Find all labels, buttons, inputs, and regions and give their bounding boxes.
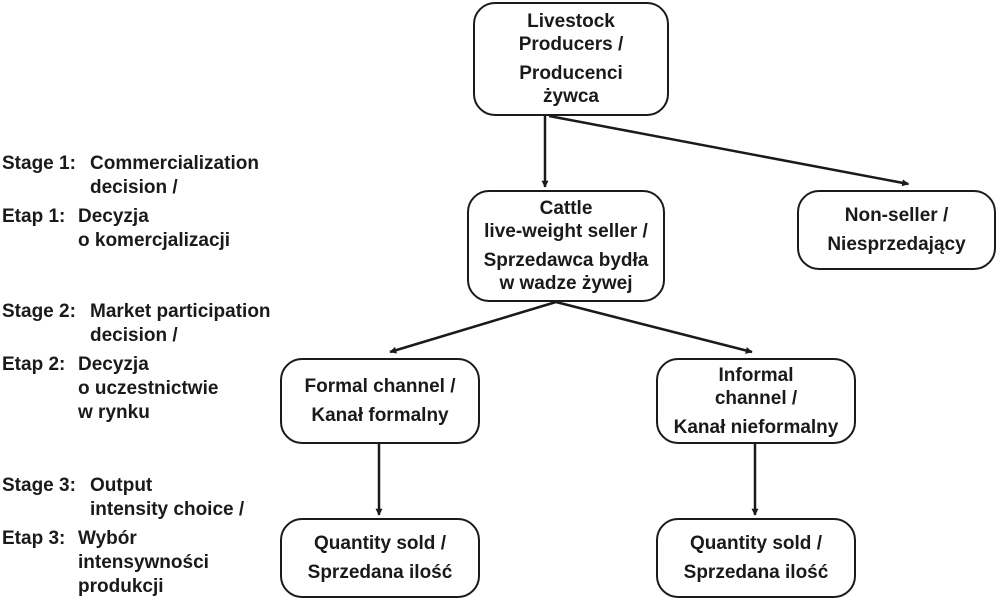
stage-text: produkcji bbox=[78, 576, 164, 597]
stage-prefix bbox=[2, 551, 78, 575]
node-label-pl: Kanał nieformalny bbox=[673, 416, 839, 438]
node-label-pl: Sprzedawca bydła bbox=[483, 250, 649, 271]
stage-line: Etap 1: Decyzja bbox=[2, 205, 259, 229]
node-label-pl: żywca bbox=[543, 86, 599, 107]
stage-line: produkcji bbox=[2, 575, 244, 599]
stage-text: Decyzja bbox=[78, 206, 149, 227]
stage-text: decision / bbox=[90, 177, 178, 198]
stage-prefix: Stage 2: bbox=[2, 301, 76, 322]
node-label-en: channel / bbox=[714, 387, 798, 409]
stage-text: o komercjalizacji bbox=[78, 230, 231, 251]
stage-3-label: Stage 3: Output intensity choice / Etap 3: W… bbox=[2, 474, 244, 599]
stage-prefix bbox=[2, 377, 78, 401]
stage-text: Commercialization bbox=[90, 153, 259, 174]
stage-line: Stage 2: Market participation bbox=[2, 300, 271, 324]
node-label-en: Cattle bbox=[539, 198, 593, 219]
node-label-en: live-weight seller / bbox=[484, 221, 648, 242]
stage-text: intensity choice / bbox=[90, 499, 245, 520]
stage-prefix: Etap 2: bbox=[2, 354, 66, 375]
stage-line: w rynku bbox=[2, 401, 271, 425]
arrow-producers-to-nonseller bbox=[548, 114, 910, 187]
node-non-seller: Non-seller / Niesprzedający bbox=[797, 190, 996, 270]
stage-prefix: Stage 3: bbox=[2, 475, 76, 496]
stage-line: decision / bbox=[2, 324, 271, 348]
node-label-en: Quantity sold / bbox=[314, 533, 446, 554]
stage-prefix bbox=[2, 229, 78, 253]
node-label-en: Livestock bbox=[527, 11, 615, 32]
node-label-en: Informal bbox=[718, 364, 794, 386]
stage-text: Wybór bbox=[78, 528, 137, 549]
stage-text: Market participation bbox=[90, 301, 271, 322]
arrow-seller-to-formal bbox=[389, 300, 557, 354]
stage-text: intensywności bbox=[78, 552, 209, 573]
stage-line: intensywności bbox=[2, 551, 244, 575]
node-label-pl: Kanał formalny bbox=[311, 405, 449, 426]
stage-text: Decyzja bbox=[78, 354, 149, 375]
node-label-pl: Sprzedana ilość bbox=[307, 562, 453, 583]
stage-line: o komercjalizacji bbox=[2, 229, 259, 253]
node-quantity-sold-informal: Quantity sold / Sprzedana ilość bbox=[656, 518, 856, 598]
stage-prefix: Stage 1: bbox=[2, 153, 76, 174]
stage-line: Etap 2: Decyzja bbox=[2, 353, 271, 377]
stage-prefix: Etap 1: bbox=[2, 206, 66, 227]
stage-line: decision / bbox=[2, 176, 259, 200]
stage-line: intensity choice / bbox=[2, 498, 244, 522]
stage-prefix bbox=[2, 176, 90, 200]
node-label-en: Formal channel / bbox=[304, 376, 456, 397]
node-label-en: Quantity sold / bbox=[690, 533, 822, 554]
node-formal-channel: Formal channel / Kanał formalny bbox=[280, 358, 480, 444]
stage-prefix bbox=[2, 498, 90, 522]
node-label-en: Producers / bbox=[518, 34, 624, 55]
node-label-pl: Niesprzedający bbox=[827, 234, 966, 255]
stage-prefix bbox=[2, 575, 78, 599]
stage-prefix bbox=[2, 401, 78, 425]
stage-text: decision / bbox=[90, 325, 178, 346]
node-label-pl: Producenci bbox=[519, 63, 623, 84]
stage-line: o uczestnictwie bbox=[2, 377, 271, 401]
stage-2-label: Stage 2: Market participation decision / Et… bbox=[2, 300, 271, 425]
arrow-seller-to-informal bbox=[555, 300, 753, 354]
stage-1-label: Stage 1: Commercialization decision / Etap … bbox=[2, 152, 259, 253]
node-label-pl: Sprzedana ilość bbox=[683, 562, 829, 583]
stage-text: w rynku bbox=[78, 402, 150, 423]
stage-line: Stage 3: Output bbox=[2, 474, 244, 498]
stage-line: Stage 1: Commercialization bbox=[2, 152, 259, 176]
node-quantity-sold-formal: Quantity sold / Sprzedana ilość bbox=[280, 518, 480, 598]
stage-prefix: Etap 3: bbox=[2, 528, 66, 549]
stage-text: Output bbox=[90, 475, 153, 496]
stage-line: Etap 3: Wybór bbox=[2, 527, 244, 551]
node-label-pl: w wadze żywej bbox=[499, 273, 633, 294]
stage-text: o uczestnictwie bbox=[78, 378, 219, 399]
stage-prefix bbox=[2, 324, 90, 348]
node-label-en: Non-seller / bbox=[844, 205, 949, 226]
